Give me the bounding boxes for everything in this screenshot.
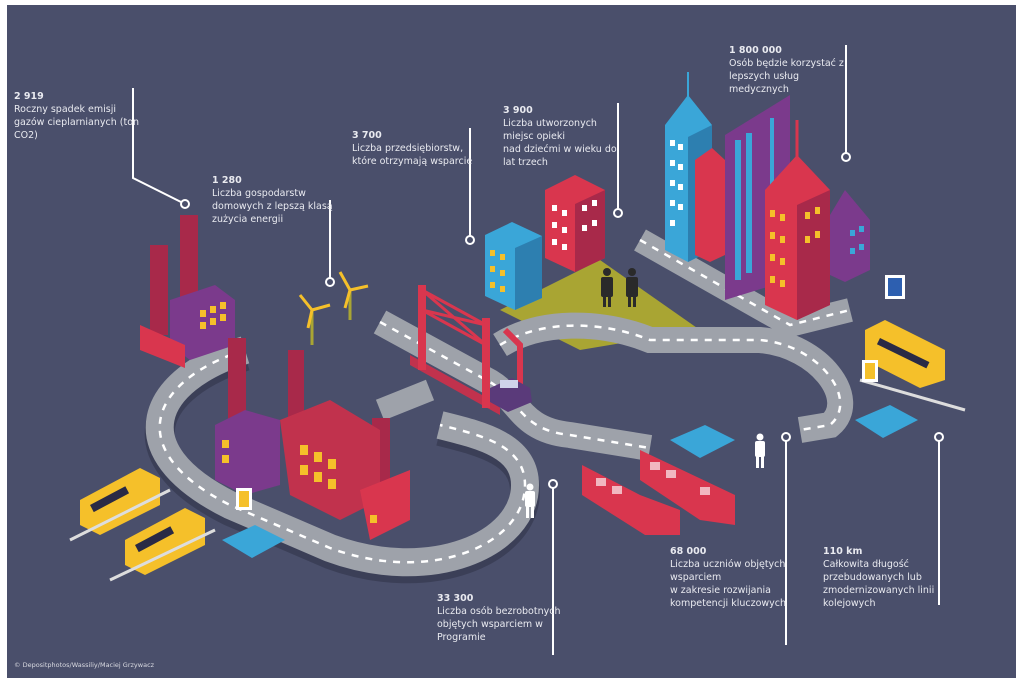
pointer-dot [613, 208, 623, 218]
stat-unemployed: 33 300 Liczba osób bezrobotnych objętych… [437, 592, 560, 644]
car [490, 378, 532, 412]
pointer-dot [548, 479, 558, 489]
stat-label: Liczba przedsiębiorstw, które otrzymają … [352, 143, 473, 167]
pointer-emissions [132, 88, 186, 205]
copyright-note: © Depositphotos/Wassiliy/Maciej Grzywacz [14, 661, 155, 669]
stat-railways: 110 km Całkowita długość przebudowanych … [823, 545, 934, 610]
stat-label: Liczba uczniów objętych wsparciem w zakr… [670, 559, 787, 609]
stat-households: 1 280 Liczba gospodarstw domowych z leps… [212, 174, 333, 226]
building-purple-right [830, 190, 870, 282]
stat-value: 1 800 000 [729, 45, 782, 56]
underpasses [222, 405, 918, 558]
buses [582, 450, 735, 535]
stat-value: 3 700 [352, 130, 382, 141]
pointer-lines [132, 45, 944, 655]
stat-value: 3 900 [503, 105, 533, 116]
pointer-dot [465, 235, 475, 245]
stat-students: 68 000 Liczba uczniów objętych wsparciem… [670, 545, 786, 610]
road-signs [236, 275, 905, 510]
stat-value: 110 km [823, 546, 863, 557]
stat-emissions: 2 919 Roczny spadek emisji gazów cieplar… [14, 90, 139, 142]
pointer-dot [841, 152, 851, 162]
stat-value: 2 919 [14, 91, 44, 102]
train-right [859, 320, 966, 412]
roads [144, 229, 854, 584]
building-red-kindergarten [545, 175, 605, 272]
stat-enterprises: 3 700 Liczba przedsiębiorstw, które otrz… [352, 129, 472, 168]
stat-label: Całkowita długość przebudowanych lub zmo… [823, 559, 935, 609]
people-pedestrians [525, 433, 765, 518]
pointer-dot [781, 432, 791, 442]
people-park [601, 268, 638, 307]
pointer-dot [325, 277, 335, 287]
stat-value: 1 280 [212, 175, 242, 186]
stat-childcare: 3 900 Liczba utworzonych miejsc opieki n… [503, 104, 617, 169]
stat-label: Liczba utworzonych miejsc opieki nad dzi… [503, 118, 617, 168]
bridge [410, 285, 523, 415]
stat-label: Osób będzie korzystać z lepszych usług m… [729, 58, 844, 95]
stat-medical: 1 800 000 Osób będzie korzystać z lepszy… [729, 44, 844, 96]
wind-turbines [298, 271, 369, 345]
stat-label: Liczba gospodarstw domowych z lepszą kla… [212, 188, 333, 225]
factory-top-left [140, 215, 235, 368]
stat-label: Liczba osób bezrobotnych objętych wsparc… [437, 606, 561, 643]
trains-left [69, 468, 216, 582]
stat-label: Roczny spadek emisji gazów cieplarnianyc… [14, 104, 140, 141]
stat-value: 68 000 [670, 546, 707, 557]
building-blue-small [485, 222, 542, 310]
building-red-tower [695, 120, 830, 320]
pointer-dot [180, 199, 190, 209]
factory-center [215, 338, 410, 540]
stat-value: 33 300 [437, 593, 474, 604]
pointer-dot [934, 432, 944, 442]
